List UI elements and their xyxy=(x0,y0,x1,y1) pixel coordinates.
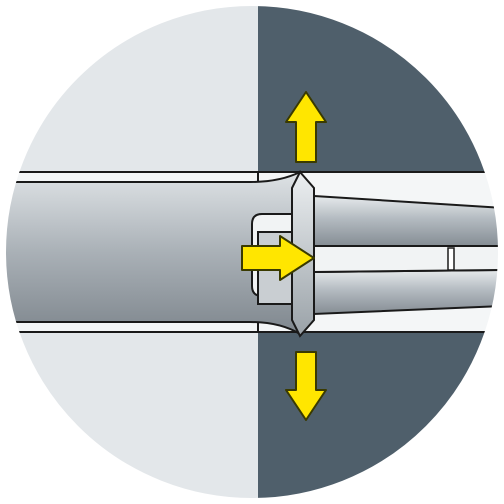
shaft-slot xyxy=(313,245,500,274)
shaft-lower-leg xyxy=(313,268,500,316)
expand-down-arrow-icon xyxy=(285,351,327,421)
push-right-arrow-icon xyxy=(241,235,315,281)
expand-up-arrow-icon xyxy=(285,91,327,163)
slot-end-marker xyxy=(447,247,455,271)
shaft-upper-leg xyxy=(313,194,500,247)
